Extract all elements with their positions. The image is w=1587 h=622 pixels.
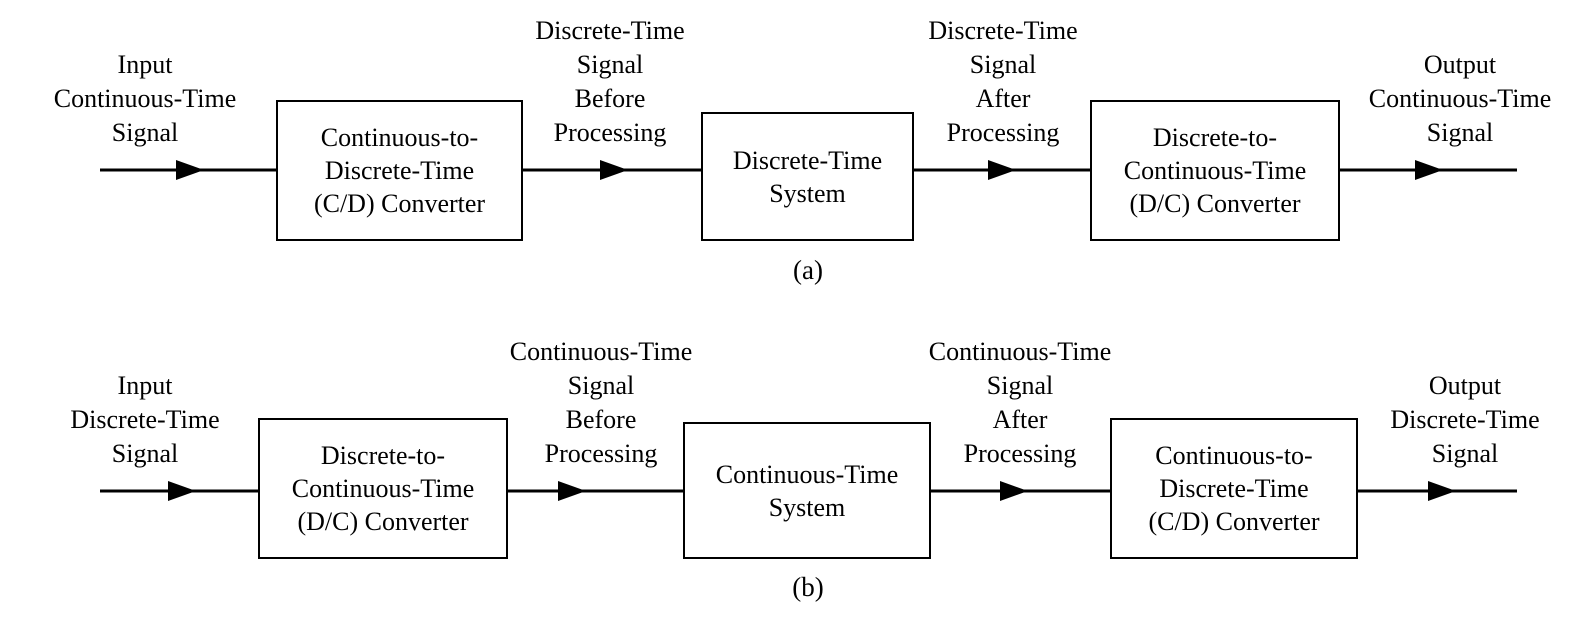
pre-processing-signal-label-b: Continuous-Time Signal Before Processing [509, 337, 693, 468]
arrowhead-output-b [1428, 481, 1456, 501]
input-signal-label-a: Input Continuous-Time Signal [53, 50, 237, 147]
dc-converter-block-a[interactable]: Discrete-to- Continuous-Time (D/C) Conve… [1090, 100, 1340, 241]
arrowhead-input-a [176, 160, 204, 180]
cd-converter-block-b[interactable]: Continuous-to- Discrete-Time (C/D) Conve… [1110, 418, 1358, 559]
post-processing-signal-label-a: Discrete-Time Signal After Processing [928, 16, 1078, 147]
discrete-time-system-block-a[interactable]: Discrete-Time System [701, 112, 914, 241]
arrowhead-input-b [168, 481, 196, 501]
continuous-time-system-block-b[interactable]: Continuous-Time System [683, 422, 931, 559]
arrowhead-system-to-cd-b [1000, 481, 1028, 501]
panel-caption-b: (b) [792, 572, 824, 602]
panel-caption-a: (a) [793, 255, 823, 285]
dc-converter-block-b[interactable]: Discrete-to- Continuous-Time (D/C) Conve… [258, 418, 508, 559]
arrowhead-dc-to-system-b [558, 481, 586, 501]
arrowhead-cd-to-system-a [600, 160, 628, 180]
output-signal-label-a: Output Continuous-Time Signal [1368, 50, 1552, 147]
post-processing-signal-label-b: Continuous-Time Signal After Processing [928, 337, 1112, 468]
arrowhead-output-a [1415, 160, 1443, 180]
cd-converter-block-a[interactable]: Continuous-to- Discrete-Time (C/D) Conve… [276, 100, 523, 241]
output-signal-label-b: Output Discrete-Time Signal [1390, 371, 1540, 468]
input-signal-label-b: Input Discrete-Time Signal [70, 371, 220, 468]
arrowhead-system-to-dc-a [988, 160, 1016, 180]
pre-processing-signal-label-a: Discrete-Time Signal Before Processing [535, 16, 685, 147]
